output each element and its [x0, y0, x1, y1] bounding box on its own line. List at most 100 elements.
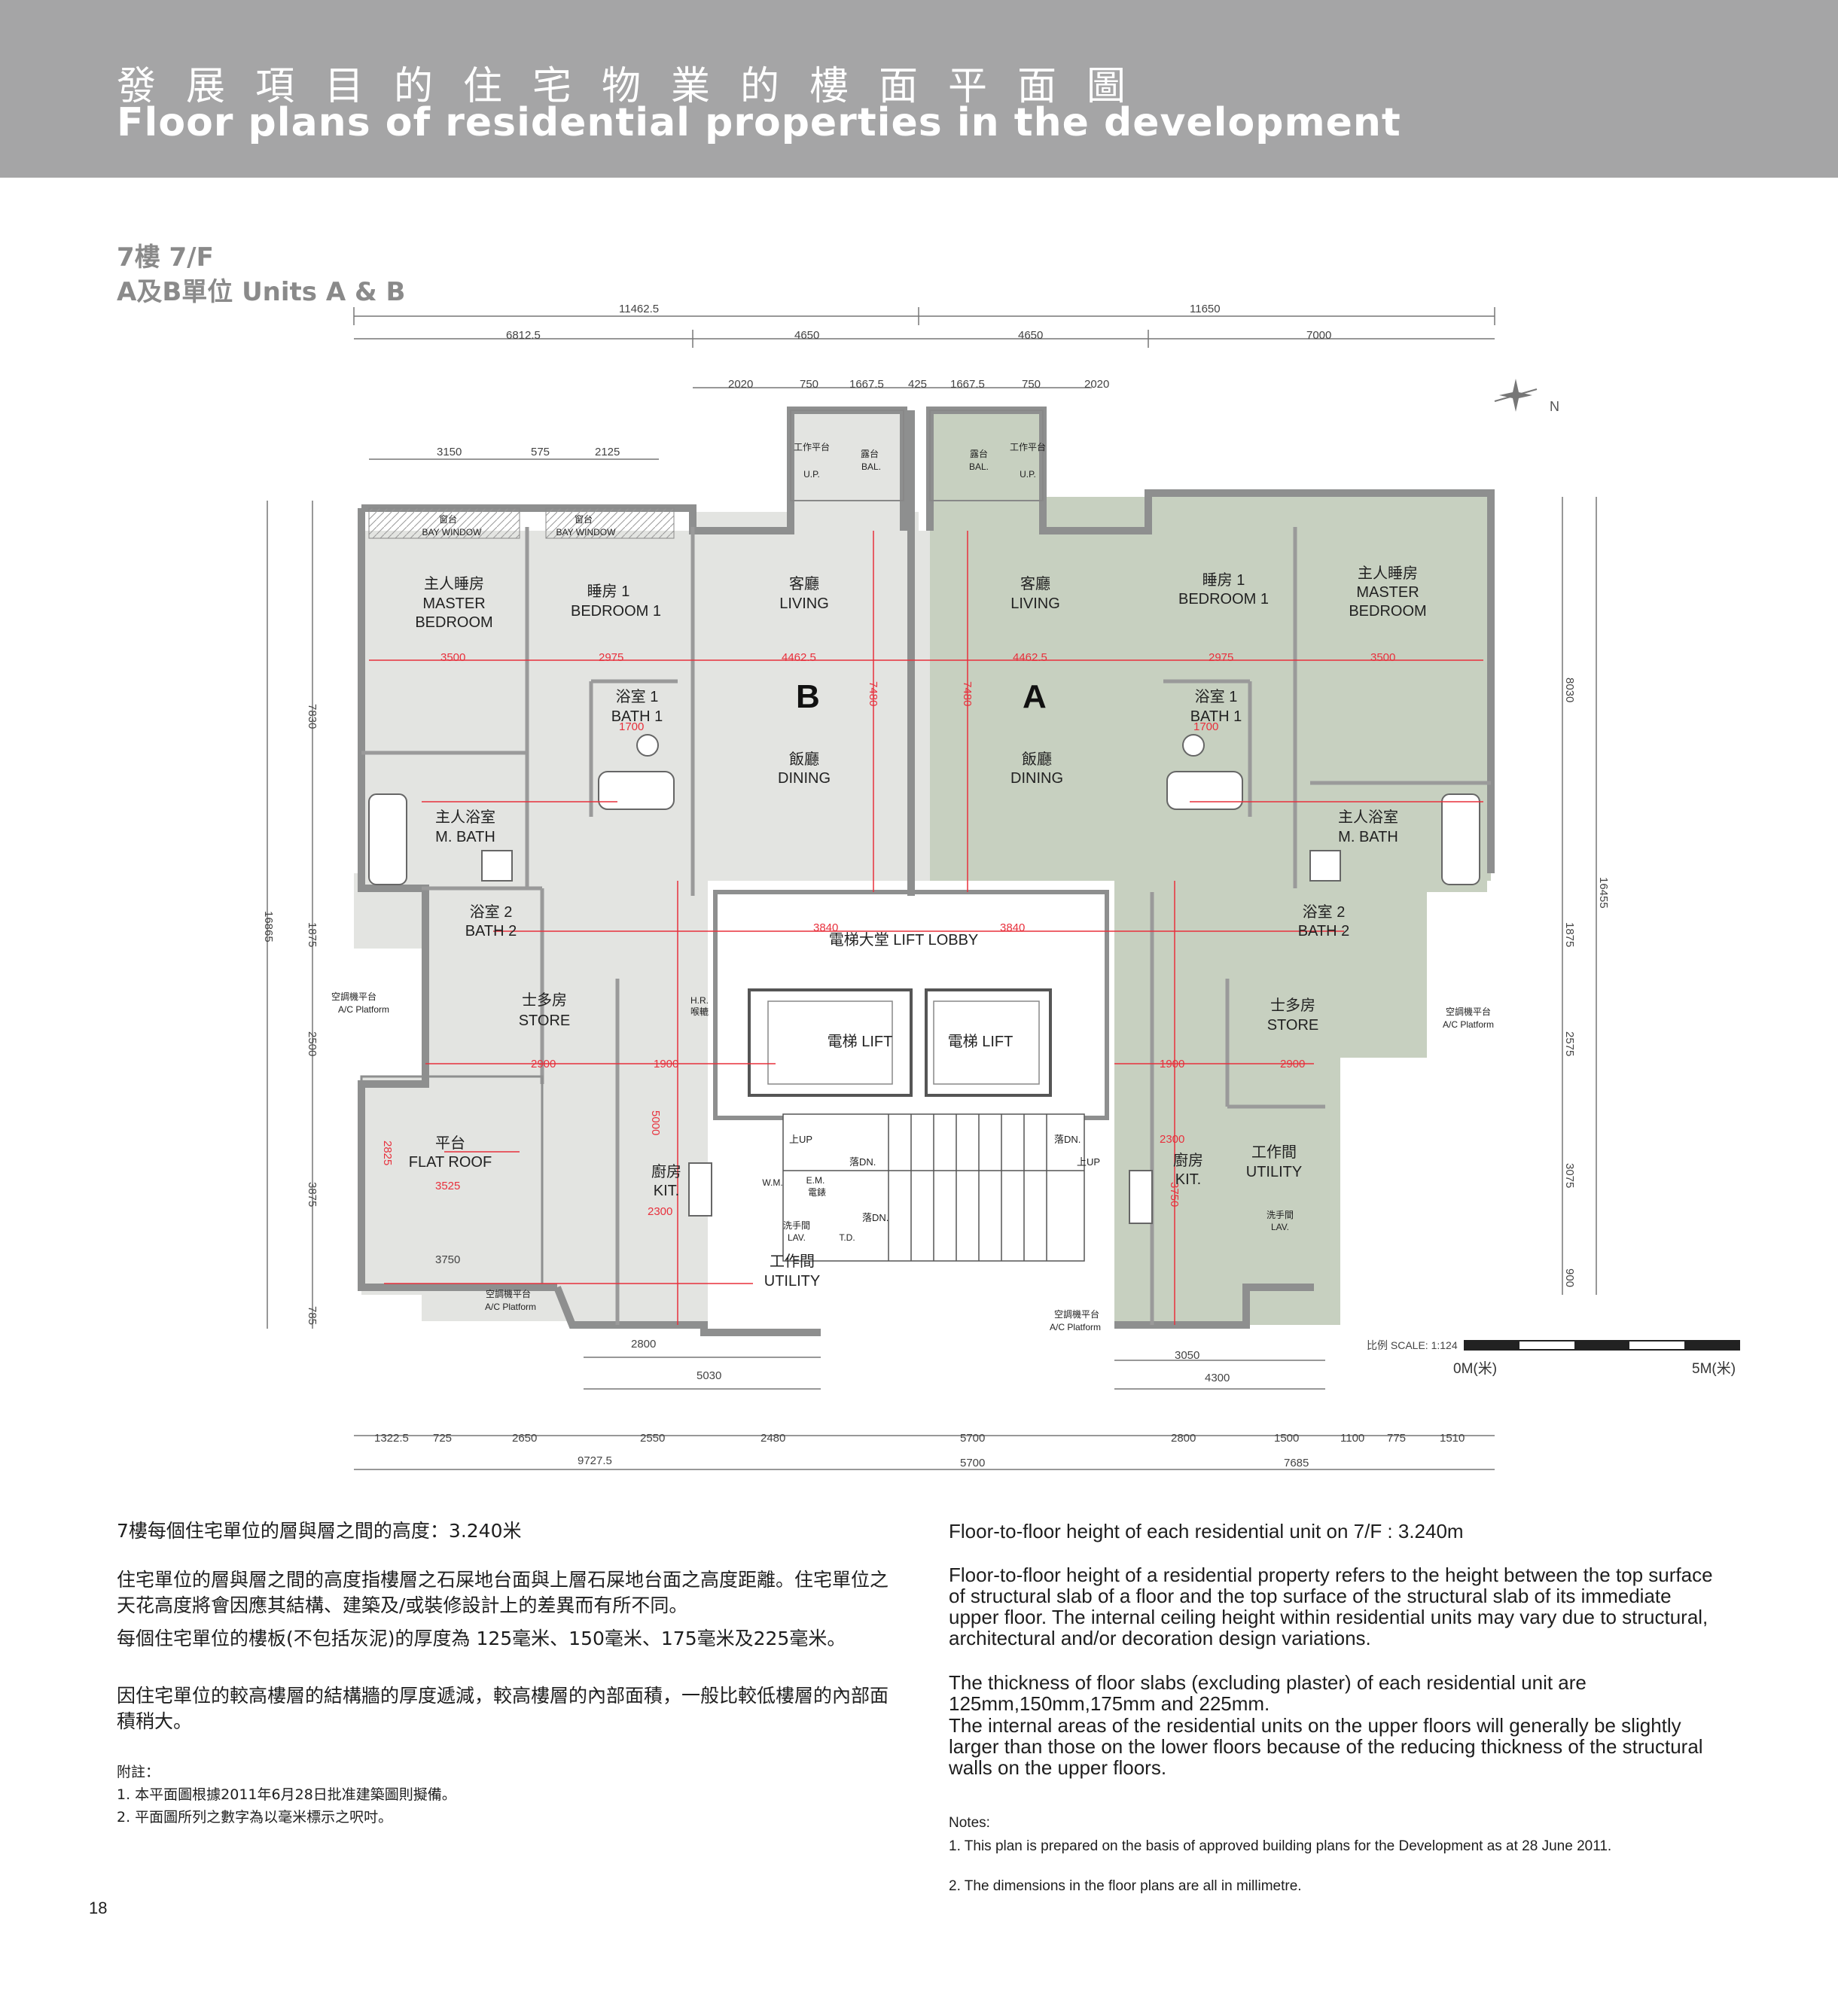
dim-bottom-3: 2550 — [640, 1432, 665, 1445]
balcony-en-a: BAL. — [969, 461, 989, 472]
dim-right-2: 1875 — [1563, 922, 1576, 947]
dim-bottom-row2-0: 9727.5 — [578, 1454, 612, 1467]
dim-bottom-0: 1322.5 — [374, 1432, 409, 1445]
en-floor-height: Floor-to-floor height of each residentia… — [949, 1520, 1464, 1542]
dim-inner-7: 7480 — [961, 681, 974, 706]
dim-bottom-mid-2: 3050 — [1175, 1349, 1199, 1362]
dim-inner-9: 3840 — [1000, 921, 1025, 934]
dim-right-3: 2575 — [1563, 1031, 1576, 1056]
b-master-bedroom-zh: 主人睡房 — [424, 575, 484, 592]
title-chinese: 發展項目的住宅物業的樓面平面圖 — [117, 64, 1157, 109]
balcony-zh-b: 露台 — [861, 448, 879, 459]
bay-window-zh-1: 窗台 — [439, 513, 457, 525]
scale-bar — [1464, 1340, 1740, 1351]
ac-platform-en-2: A/C Platform — [485, 1302, 536, 1312]
small-tags: 窗台 BAY WINDOW 窗台 BAY WINDOW 露台 BAL. 露台 B… — [331, 441, 1494, 1332]
dim-inner-11: 1700 — [1193, 720, 1218, 733]
balcony-zh-a: 露台 — [970, 448, 988, 459]
dim-top-row3-2: 1667.5 — [849, 378, 884, 391]
b-master-bedroom-en1: MASTER — [422, 595, 485, 612]
dim-bottom-1: 725 — [433, 1432, 452, 1445]
a-bath2-en: BATH 2 — [1298, 923, 1350, 939]
dim-top-row2-1: 4650 — [794, 329, 819, 342]
dim-inner-14: 2900 — [531, 1058, 556, 1070]
dim-bottom-row2-2: 7685 — [1284, 1457, 1309, 1469]
a-store-en: STORE — [1267, 1017, 1319, 1034]
dim-bottom-5: 5700 — [960, 1432, 985, 1445]
ac-platform-en-3: A/C Platform — [1050, 1322, 1101, 1332]
dim-bottom-4: 2480 — [760, 1432, 785, 1445]
lift-right-label: 電梯 LIFT — [948, 1033, 1013, 1050]
ac-platform-en-1: A/C Platform — [338, 1004, 389, 1015]
lift-left — [748, 988, 913, 1097]
a-mbath-en: M. BATH — [1338, 829, 1398, 845]
up-en-a: U.P. — [1020, 469, 1036, 480]
a-kit-en: KIT. — [1175, 1171, 1201, 1188]
a-bath1-en: BATH 1 — [1190, 708, 1242, 725]
bay-window-b1 — [368, 507, 520, 539]
dim-inner-21: 3750 — [1168, 1182, 1181, 1207]
dim-top-total-right: 11650 — [1190, 303, 1221, 315]
b-kit-zh: 廚房 — [651, 1162, 681, 1180]
stair-dn-left: 落DN. — [849, 1156, 876, 1168]
b-flat-roof-en: FLAT ROOF — [409, 1154, 492, 1171]
dim-bottom-7: 1500 — [1274, 1432, 1299, 1445]
dim-top-row4-2: 2125 — [595, 446, 620, 458]
page-number: 18 — [89, 1899, 108, 1917]
floor-plan-drawing: 11462.5 11650 6812.5 4650 4650 7000 2020… — [262, 303, 1740, 1470]
bay-window-en-2: BAY WINDOW — [556, 527, 617, 537]
em-tag: E.M. — [806, 1175, 825, 1186]
stair-dn-left2: 落DN. — [862, 1212, 889, 1223]
dim-left-1: 16865 — [262, 911, 275, 943]
zh-paragraph-4: 因住宅單位的較高樓層的結構牆的厚度遞減，較高樓層的內部面積，一般比較低樓層的內部… — [117, 1685, 889, 1732]
dim-bottom-8: 1100 — [1340, 1432, 1364, 1445]
scale-five: 5M(米) — [1692, 1360, 1736, 1377]
dim-inner-2: 3500 — [440, 651, 465, 664]
stair-up-left: 上UP — [789, 1134, 812, 1145]
flat-roof-area — [360, 1075, 544, 1289]
dim-right-5: 900 — [1563, 1268, 1576, 1287]
lav-zh-b: 洗手間 — [783, 1220, 810, 1231]
a-master-bedroom-en2: BEDROOM — [1349, 603, 1426, 620]
b-master-bedroom-en2: BEDROOM — [415, 614, 492, 631]
north-arrow-icon — [1494, 379, 1538, 412]
zh-floor-height: 7樓每個住宅單位的層與層之間的高度：3.240米 — [117, 1520, 522, 1542]
dim-inner-8: 3840 — [813, 921, 838, 934]
dim-inner-1: 4462.5 — [1013, 651, 1047, 664]
dim-inner-20: 5000 — [649, 1110, 662, 1135]
unit-a-labels: 客廳 LIVING 飯廳 DINING 睡房 1 BEDROOM 1 主人睡房 … — [1010, 565, 1427, 1188]
en-paragraph-4: The internal areas of the residential un… — [949, 1714, 1703, 1779]
a-store-zh: 士多房 — [1270, 997, 1315, 1014]
dim-left-5: 785 — [306, 1306, 319, 1325]
dim-left-0: 7830 — [306, 704, 319, 729]
title-english: Floor plans of residential properties in… — [117, 100, 1401, 145]
en-paragraph-3: The thickness of floor slabs (excluding … — [949, 1671, 1587, 1715]
dim-top-row2-2: 4650 — [1018, 329, 1043, 342]
stair-dn-right: 落DN. — [1054, 1134, 1081, 1145]
dim-right-4: 3075 — [1563, 1163, 1576, 1188]
ac-platform-en-4: A/C Platform — [1443, 1019, 1494, 1030]
dim-inner-6: 7480 — [867, 681, 879, 706]
b-utility-zh: 工作間 — [770, 1253, 815, 1270]
zh-note-2: 2. 平面圖所列之數字為以毫米標示之呎吋。 — [117, 1809, 393, 1826]
dim-bottom-10: 1510 — [1440, 1432, 1465, 1445]
scale-label: 比例 SCALE: 1:124 — [1367, 1339, 1458, 1351]
stair-up-right: 上UP — [1077, 1156, 1100, 1168]
dim-inner-10: 1700 — [619, 720, 644, 733]
dim-top-row4-1: 575 — [531, 446, 550, 458]
b-kit-en: KIT. — [654, 1183, 679, 1199]
a-dining-en: DINING — [1010, 770, 1063, 787]
b-bath1-zh: 浴室 1 — [616, 688, 659, 705]
b-living-zh: 客廳 — [789, 575, 819, 592]
td-tag: T.D. — [839, 1232, 855, 1243]
dim-left-3: 2500 — [306, 1031, 319, 1056]
b-utility-en: UTILITY — [764, 1273, 820, 1290]
dim-inner-4: 2975 — [1209, 651, 1233, 664]
fixtures — [368, 734, 1480, 1224]
a-utility-zh: 工作間 — [1251, 1144, 1297, 1161]
bay-window-b2 — [545, 507, 675, 539]
dim-bottom-6: 2800 — [1171, 1432, 1196, 1445]
a-kit-zh: 廚房 — [1173, 1151, 1203, 1169]
lav-zh-a: 洗手間 — [1266, 1210, 1294, 1220]
dim-bottom-2: 2650 — [512, 1432, 537, 1445]
